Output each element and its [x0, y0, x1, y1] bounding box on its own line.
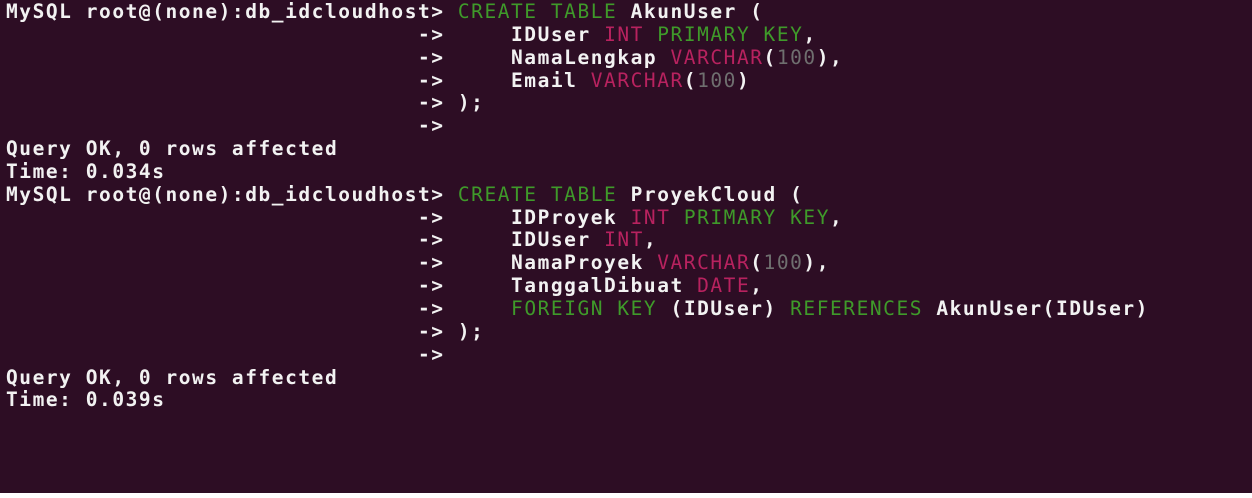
sql-number: 100 [697, 68, 737, 92]
terminal-text: , [750, 274, 764, 298]
terminal-text: -> IDUser [6, 22, 605, 46]
terminal-text: (IDUser) [657, 296, 791, 320]
terminal-text: , [643, 228, 658, 252]
terminal-line: -> NamaLengkap VARCHAR(100), [6, 45, 1252, 70]
terminal-text: MySQL root@(none):db_idcloudhost> [6, 0, 458, 23]
terminal-text: , [830, 205, 844, 229]
terminal-line: -> [6, 342, 1252, 367]
terminal-text: Query OK, 0 rows affected [6, 365, 339, 389]
sql-keyword: REFERENCES [790, 296, 924, 320]
terminal-text: -> [6, 114, 445, 138]
terminal-line: -> [6, 114, 1252, 138]
terminal-text: ( [750, 251, 764, 275]
terminal-line: Time: 0.034s [6, 159, 1252, 184]
terminal-text: -> IDProyek [6, 205, 631, 229]
terminal-text: -> Email [6, 68, 591, 92]
terminal-text: -> ); [6, 319, 485, 343]
sql-type: INT [604, 228, 644, 252]
terminal-text: -> ); [6, 91, 485, 115]
terminal-line: -> IDUser INT, [6, 229, 1252, 252]
sql-keyword: PRIMARY KEY [657, 22, 804, 46]
sql-type: VARCHAR [590, 68, 684, 92]
terminal-line: -> IDUser INT PRIMARY KEY, [6, 22, 1252, 47]
sql-type: INT [604, 22, 644, 46]
terminal-line: Query OK, 0 rows affected [6, 365, 1252, 390]
sql-type: VARCHAR [670, 45, 764, 69]
terminal-text: -> NamaProyek [6, 251, 658, 275]
terminal-text: , [803, 22, 817, 46]
terminal-text: MySQL root@(none):db_idcloudhost> [6, 182, 458, 206]
terminal-line: -> ); [6, 91, 1252, 115]
terminal-text: -> [6, 342, 445, 366]
terminal-text [671, 206, 684, 229]
terminal-text: Time: 0.034s [6, 159, 166, 183]
terminal-line: -> FOREIGN KEY (IDUser) REFERENCES AkunU… [6, 296, 1252, 321]
terminal-line: Query OK, 0 rows affected [6, 137, 1252, 161]
sql-keyword: CREATE TABLE [457, 182, 618, 206]
terminal-line: -> TanggalDibuat DATE, [6, 274, 1252, 298]
sql-type: DATE [697, 274, 751, 298]
terminal-text: -> [6, 296, 512, 320]
terminal-text: Time: 0.039s [6, 388, 166, 412]
sql-keyword: CREATE TABLE [457, 0, 618, 23]
terminal-text: ( [683, 68, 698, 92]
terminal-line: MySQL root@(none):db_idcloudhost> CREATE… [6, 0, 1252, 24]
terminal-text: ), [816, 45, 844, 69]
terminal-line: -> Email VARCHAR(100) [6, 68, 1252, 93]
terminal-line: -> NamaProyek VARCHAR(100), [6, 251, 1252, 275]
terminal-text: Query OK, 0 rows affected [6, 137, 339, 161]
terminal-text: ProyekCloud ( [617, 182, 804, 206]
terminal-line: Time: 0.039s [6, 388, 1252, 412]
terminal-text: AkunUser(IDUser) [923, 296, 1149, 320]
terminal-text: -> TanggalDibuat [6, 274, 698, 298]
terminal-line: -> ); [6, 319, 1252, 344]
terminal-output: MySQL root@(none):db_idcloudhost> CREATE… [6, 0, 1252, 412]
sql-number: 100 [776, 45, 817, 69]
terminal-text: ) [736, 68, 751, 92]
sql-type: INT [630, 205, 671, 229]
sql-number: 100 [763, 251, 804, 275]
terminal-line: MySQL root@(none):db_idcloudhost> CREATE… [6, 182, 1252, 207]
terminal-text: AkunUser ( [617, 0, 764, 23]
terminal-text: ), [803, 251, 831, 275]
terminal-text: -> NamaLengkap [6, 45, 671, 69]
sql-keyword: PRIMARY KEY [683, 205, 831, 229]
terminal-text: ( [763, 45, 777, 69]
terminal-line: -> IDProyek INT PRIMARY KEY, [6, 205, 1252, 230]
terminal-text: -> IDUser [6, 228, 605, 252]
sql-type: VARCHAR [657, 251, 751, 275]
sql-keyword: FOREIGN KEY [511, 296, 658, 320]
terminal-text [644, 23, 657, 46]
